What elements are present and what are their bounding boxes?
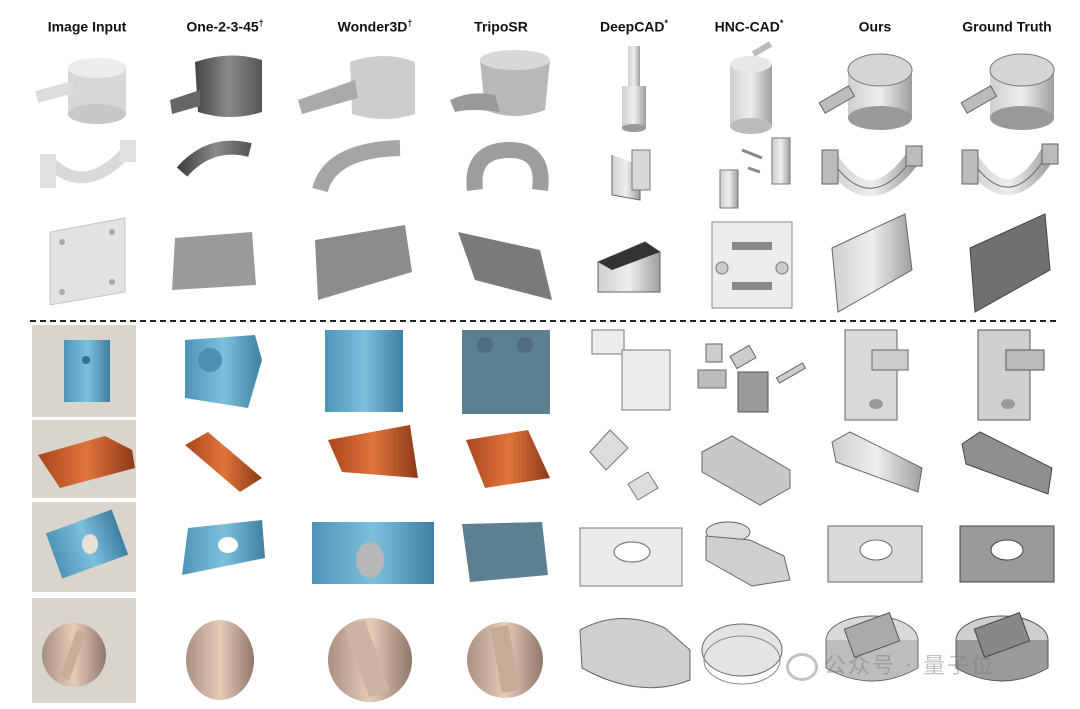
row5-hnccad <box>701 435 791 506</box>
row2-one2345 <box>176 140 252 177</box>
row6-wonder3d <box>312 522 434 584</box>
row7-hnccad <box>701 623 783 685</box>
row6-hnccad <box>705 521 791 587</box>
row1-hnccad <box>730 41 773 134</box>
row4-deepcad <box>591 329 671 411</box>
row4-ours <box>844 329 909 421</box>
row7-ours <box>825 612 919 682</box>
row7-ground-truth <box>955 612 1049 682</box>
row2-hnccad <box>719 137 791 209</box>
row2-triposr <box>466 141 549 191</box>
row7-wonder3d <box>328 618 412 702</box>
row6-triposr <box>462 522 548 582</box>
row5-input <box>38 436 135 488</box>
row1-triposr <box>450 50 550 116</box>
row3-deepcad <box>597 241 661 293</box>
row4-ground-truth <box>977 329 1045 421</box>
row6-ours <box>827 525 923 583</box>
header-one-2-3-45: One-2-3-45† <box>186 18 264 35</box>
row5-triposr <box>466 430 550 488</box>
row3-triposr <box>458 232 552 300</box>
row2-ours <box>821 145 923 197</box>
row3-wonder3d <box>315 225 412 300</box>
row3-ours <box>831 213 913 313</box>
header-hnc-cad: HNC-CAD* <box>714 18 784 35</box>
row7-triposr <box>467 622 543 698</box>
row6-ground-truth <box>959 525 1055 583</box>
watermark: 公众号 · 量子位 <box>786 648 995 681</box>
row1-input <box>35 58 126 124</box>
row7-one2345 <box>186 620 254 700</box>
row4-one2345 <box>185 335 262 408</box>
header-triposr: TripoSR <box>474 18 528 35</box>
row5-ours <box>831 431 923 493</box>
row3-input <box>49 217 126 306</box>
row6-one2345 <box>182 520 265 575</box>
row6-input <box>45 509 129 579</box>
wechat-icon <box>786 653 818 681</box>
row4-input <box>64 340 110 402</box>
row5-ground-truth <box>961 431 1053 495</box>
header-ground-truth: Ground Truth <box>962 18 1052 35</box>
row5-one2345 <box>185 432 262 492</box>
section-divider <box>30 320 1056 322</box>
row1-ground-truth <box>960 53 1055 130</box>
row7-deepcad <box>579 618 691 689</box>
header-wonder3d: Wonder3D† <box>337 18 413 35</box>
row1-one2345 <box>170 55 262 117</box>
row1-wonder3d <box>298 56 415 119</box>
row4-hnccad <box>697 343 807 413</box>
row2-wonder3d <box>312 140 401 193</box>
row4-triposr <box>462 330 550 414</box>
row1-deepcad <box>622 46 646 132</box>
header-deepcad: DeepCAD* <box>599 18 669 35</box>
row5-wonder3d <box>328 425 418 478</box>
row2-ground-truth <box>961 143 1059 195</box>
row5-deepcad <box>589 429 659 501</box>
row3-hnccad <box>711 221 793 309</box>
row3-one2345 <box>172 232 256 290</box>
row7-input <box>42 623 106 687</box>
row3-ground-truth <box>969 213 1051 313</box>
row2-deepcad <box>611 149 651 201</box>
row1-ours <box>818 53 913 130</box>
row6-deepcad <box>579 527 683 587</box>
row4-wonder3d <box>325 330 403 412</box>
header-image-input: Image Input <box>47 18 127 35</box>
row2-input <box>40 140 136 188</box>
header-ours: Ours <box>858 18 892 35</box>
